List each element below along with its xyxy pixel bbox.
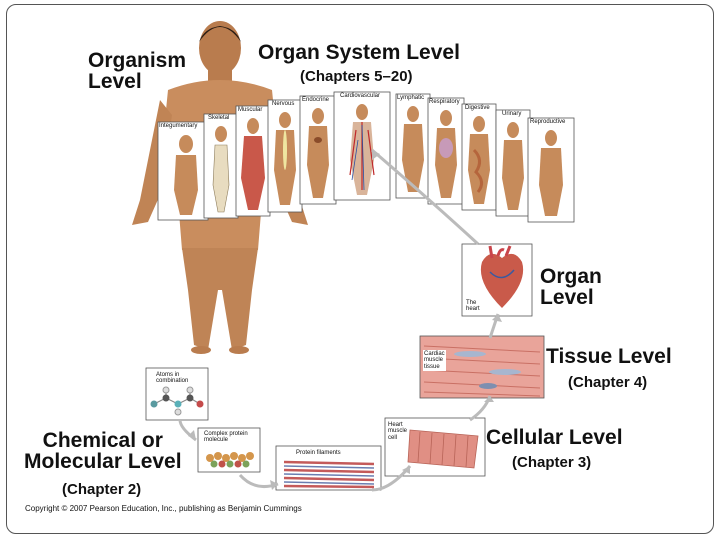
system-label-muscular: Muscular bbox=[238, 107, 263, 113]
organism-level-label: Organism Level bbox=[88, 49, 187, 94]
complex-protein-caption: Complex protein molecule bbox=[204, 431, 248, 444]
system-label-cardiovascular: Cardiovascular bbox=[340, 93, 381, 99]
system-label-nervous: Nervous bbox=[272, 101, 295, 107]
system-label-respiratory: Respiratory bbox=[429, 99, 460, 105]
tissue-level-label: Tissue Level bbox=[546, 345, 672, 368]
system-label-integumentary: Integumentary bbox=[159, 123, 198, 129]
copyright-notice: Copyright © 2007 Pearson Education, Inc.… bbox=[25, 504, 302, 513]
chemical-level-label: Chemical or Molecular Level bbox=[24, 429, 182, 474]
organ-system-level-label: Organ System Level bbox=[258, 41, 460, 64]
cell-panel bbox=[384, 417, 486, 477]
system-label-endocrine: Endocrine bbox=[302, 97, 330, 103]
heart-panel bbox=[461, 243, 533, 317]
system-label-skeletal: Skeletal bbox=[208, 115, 230, 121]
chemical-chapter-label: (Chapter 2) bbox=[62, 481, 142, 498]
heart-cell-caption: Heart muscle cell bbox=[388, 422, 408, 441]
protein-filaments-panel bbox=[275, 445, 382, 491]
arrow-heads bbox=[188, 150, 502, 490]
atoms-panel bbox=[145, 367, 209, 421]
cellular-chapter-label: (Chapter 3) bbox=[512, 454, 592, 471]
system-label-digestive: Digestive bbox=[465, 105, 490, 111]
organ-level-label: Organ Level bbox=[540, 265, 602, 310]
cardiac-tissue-caption: Cardiac muscle tissue bbox=[423, 350, 446, 371]
system-label-urinary: Urinary bbox=[502, 111, 522, 117]
system-label-lymphatic: Lymphatic bbox=[397, 95, 425, 101]
complex-protein-panel bbox=[197, 427, 261, 473]
heart-caption: The heart bbox=[466, 300, 480, 313]
tissue-chapter-label: (Chapter 4) bbox=[568, 374, 648, 391]
cellular-level-label: Cellular Level bbox=[486, 426, 623, 449]
system-label-reproductive: Reproductive bbox=[530, 119, 566, 125]
arrow-heart-to-systems bbox=[371, 148, 480, 246]
atoms-caption: Atoms in combination bbox=[156, 372, 189, 385]
organ-system-strip bbox=[157, 91, 575, 223]
protein-filaments-caption: Protein filaments bbox=[296, 450, 341, 456]
organ-system-chapters-label: (Chapters 5–20) bbox=[300, 68, 413, 85]
